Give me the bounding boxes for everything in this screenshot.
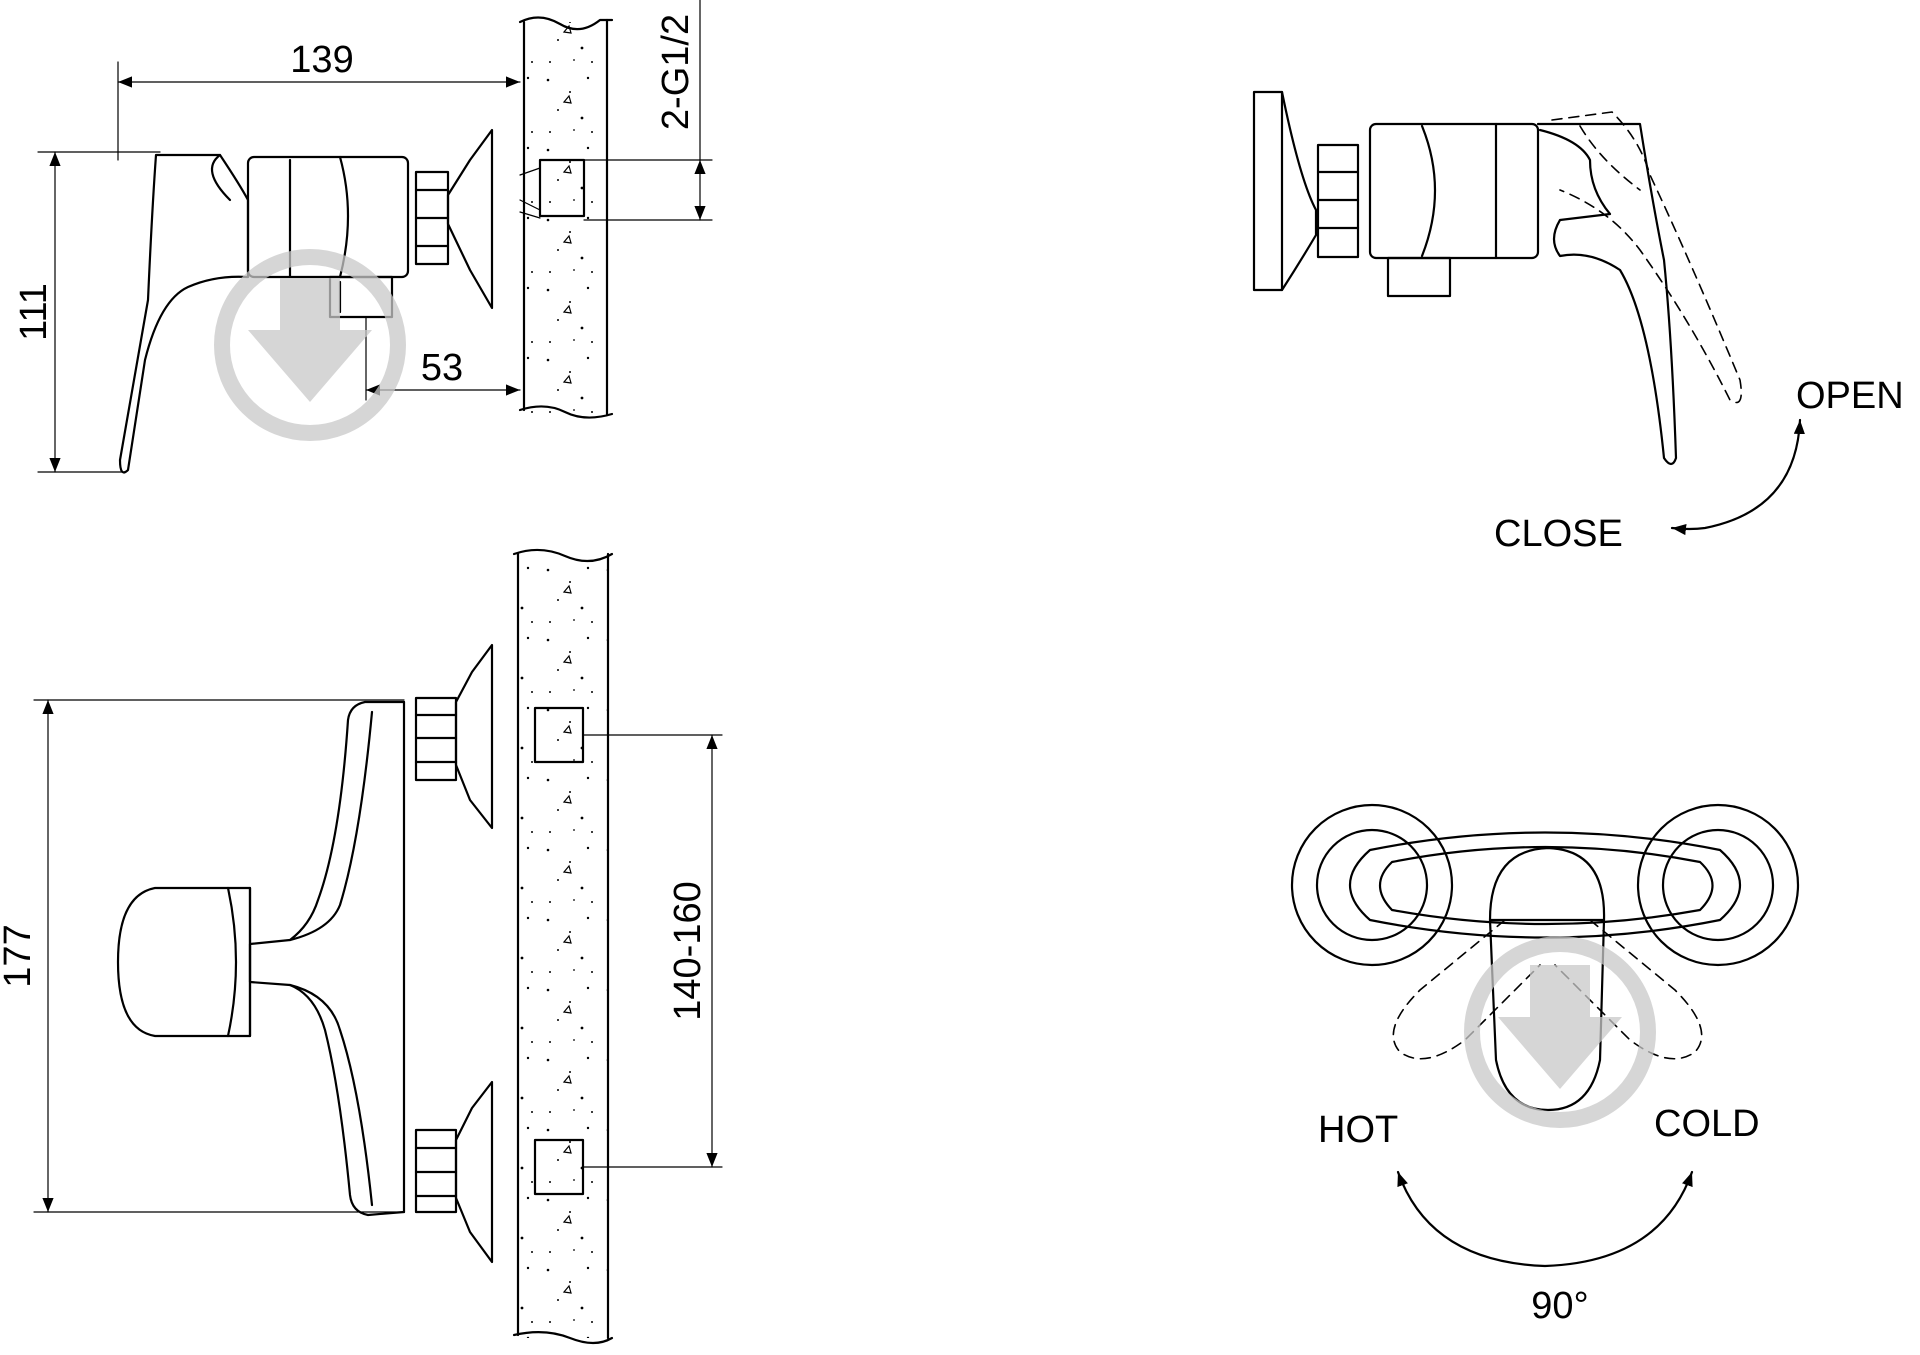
dim-177: 177 <box>0 699 405 1213</box>
rosette-right <box>1636 803 1800 967</box>
mixer-body-lever <box>1368 111 1743 466</box>
dim-140-160: 140-160 <box>582 734 723 1168</box>
hot-label: HOT <box>1318 1109 1398 1151</box>
open-close-arrow <box>1670 418 1805 536</box>
rosette-left <box>1290 803 1454 967</box>
side-view: 139 111 53 2-G1/2 <box>13 0 713 474</box>
dim-thread-label: 2-G1/2 <box>655 14 697 130</box>
dim-111: 111 <box>13 151 161 473</box>
nut-top <box>414 170 450 266</box>
dim-depth-label: 53 <box>421 347 463 389</box>
cold-label: COLD <box>1654 1103 1760 1145</box>
angle-label: 90° <box>1531 1285 1588 1327</box>
top-view: HOT COLD 90° <box>1290 803 1800 1327</box>
open-label: OPEN <box>1796 375 1904 417</box>
dim-spacing-label: 140-160 <box>667 881 709 1020</box>
hot-cold-arrow <box>1396 1170 1694 1268</box>
escutcheon-lower <box>454 1080 494 1264</box>
escutcheon-upper <box>454 643 494 830</box>
watermark-arrow-icon <box>214 249 406 441</box>
nut-upper <box>414 696 458 782</box>
front-view: 177 140-160 <box>0 548 723 1345</box>
mixer-body-top <box>1348 831 1742 939</box>
dim-width-label: 139 <box>290 39 353 81</box>
escutcheon-side <box>1252 90 1318 292</box>
thread-connector-top <box>538 158 586 218</box>
wall-top <box>518 16 614 419</box>
dim-thread: 2-G1/2 <box>583 0 713 221</box>
watermark-arrow-icon-2 <box>1464 936 1656 1128</box>
dim-total-height-label: 177 <box>0 924 39 987</box>
lever-operation-view: OPEN CLOSE <box>1252 90 1904 555</box>
dim-139: 139 <box>117 39 521 161</box>
mixer-body-front <box>116 700 406 1217</box>
wall-bottom <box>512 548 614 1345</box>
dim-height-label: 111 <box>13 283 55 341</box>
escutcheon-top <box>446 128 494 310</box>
nut-side <box>1316 143 1360 259</box>
nut-lower <box>414 1128 458 1214</box>
close-label: CLOSE <box>1494 513 1623 555</box>
